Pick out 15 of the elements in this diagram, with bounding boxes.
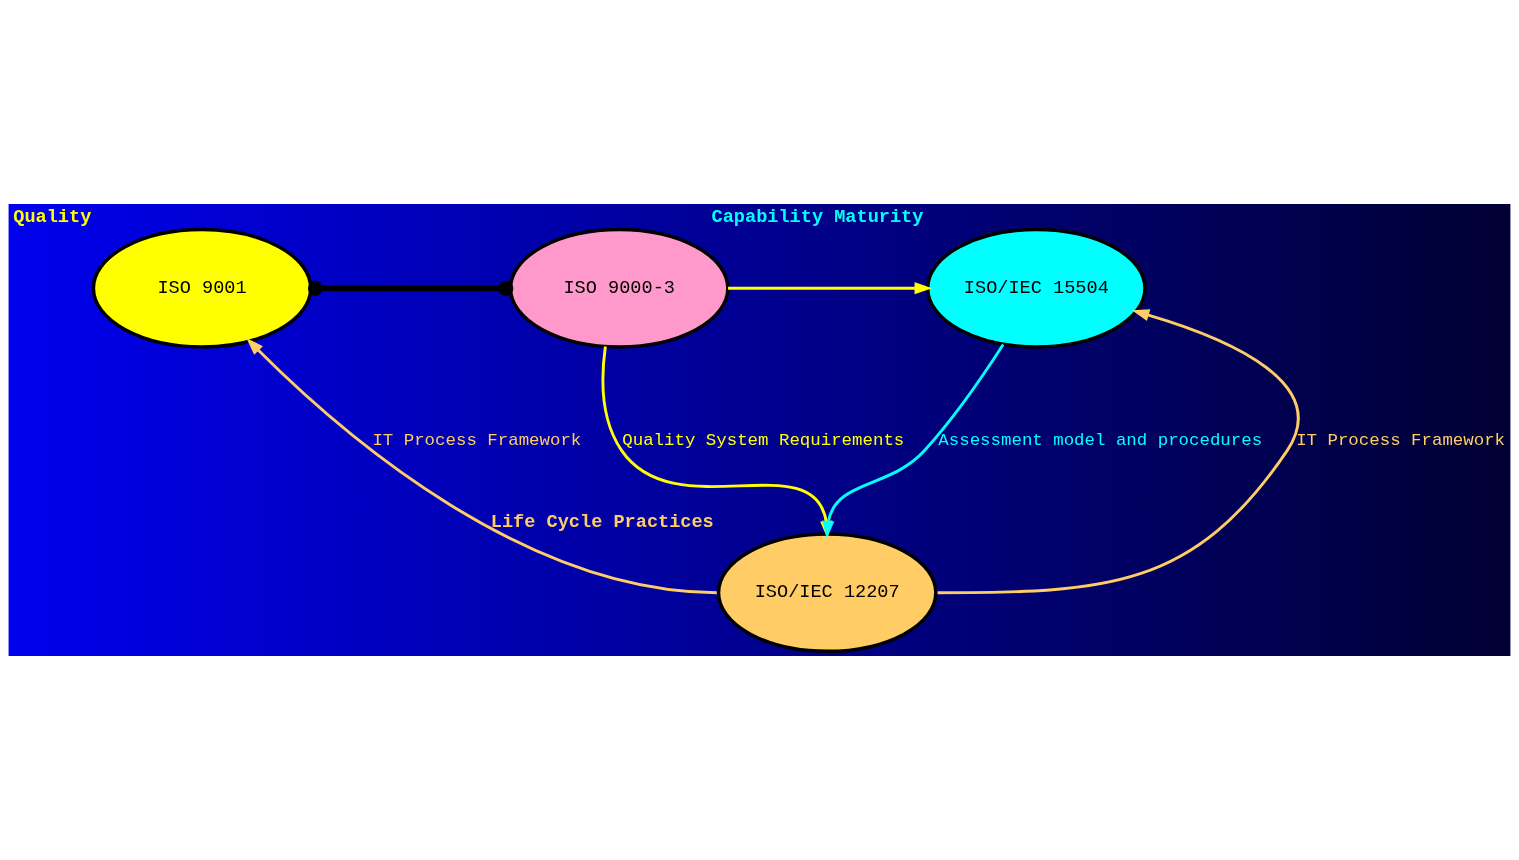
arrow [937, 309, 1300, 595]
node-ellipse: ISO 9001 [91, 227, 313, 349]
node-ellipse: ISO/IEC 12207 [716, 532, 938, 654]
edge-label: Assessment model and procedures [938, 429, 1263, 450]
node-label: Capability Maturity [711, 207, 924, 229]
node-ellipse: ISO/IEC 15504 [925, 227, 1147, 349]
node-label: Quality [13, 207, 92, 229]
edge-label: IT Process Framework [372, 429, 582, 450]
connector [307, 280, 514, 296]
node-label: Life Cycle Practices [490, 511, 714, 533]
arrow [727, 282, 932, 295]
edge-label: Quality System Requirements [622, 429, 905, 450]
arrow [246, 338, 717, 595]
edge-label: IT Process Framework [1296, 429, 1506, 450]
node-ellipse: ISO 9000-3 [508, 227, 730, 349]
